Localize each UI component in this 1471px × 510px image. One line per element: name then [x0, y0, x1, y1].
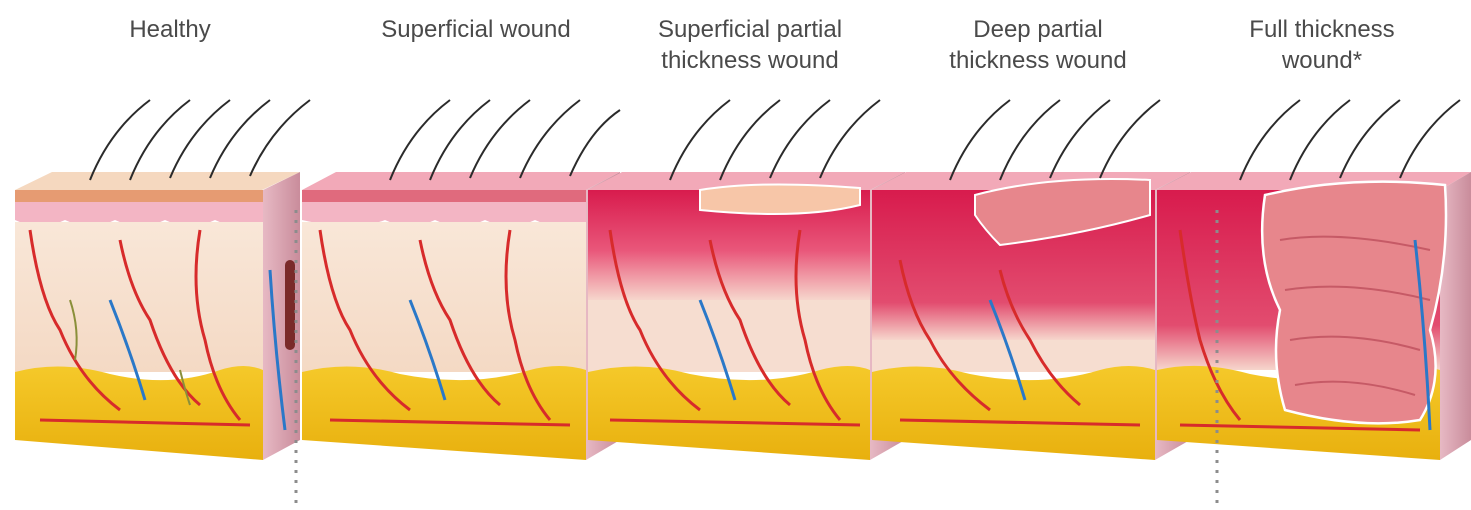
blister-wound [700, 184, 860, 214]
block-deep-partial [872, 100, 1190, 460]
hair-strand-icon [390, 100, 620, 180]
epidermis-layer [302, 190, 586, 202]
block-superficial [302, 100, 620, 460]
skin-top-surface [302, 172, 620, 190]
hair-strand-icon [670, 100, 880, 180]
dermis-layer [302, 222, 586, 372]
subcutaneous-fat [872, 366, 1155, 460]
epidermis-layer [15, 190, 263, 202]
hair-strand-icon [950, 100, 1160, 180]
hair-follicle-icon [285, 260, 295, 350]
block-healthy [15, 100, 310, 460]
block-full-thickness [1157, 100, 1471, 460]
hair-strand-icon [1240, 100, 1460, 180]
full-thickness-wound [1262, 182, 1446, 424]
skin-top-surface [15, 172, 300, 190]
block-superficial-partial [588, 100, 905, 460]
hair-strand-icon [90, 100, 310, 180]
